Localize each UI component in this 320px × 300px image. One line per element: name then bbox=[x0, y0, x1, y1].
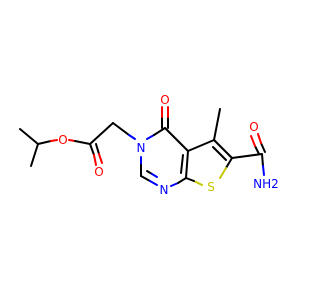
bond-carbonyl-double-c2 bbox=[95, 143, 100, 155]
bond-c4a-c5 bbox=[187, 139, 215, 152]
amide-oxygen-label: O bbox=[249, 120, 258, 134]
bond-c5-c6 bbox=[213, 139, 233, 159]
atom-ring-nitrogen-1: N bbox=[160, 183, 169, 197]
bond-amide-co-c1 bbox=[254, 145, 260, 155]
bond-c2-n1-c bbox=[140, 175, 151, 182]
atom-amide-nh2: NH2 bbox=[253, 177, 279, 191]
bond-c4a-c4 bbox=[164, 127, 189, 152]
bond-carbonyl-double-c1 bbox=[89, 143, 95, 156]
bond-s-c7a-s bbox=[193, 180, 203, 186]
bond-n3-c4-n bbox=[146, 134, 155, 140]
bond-c5-c6-inner bbox=[212, 146, 227, 161]
bond-isopropyl-ch-o-o bbox=[50, 139, 58, 142]
bond-c7a-c4a-inner bbox=[180, 154, 184, 174]
bond-carbonyl-double-o2 bbox=[98, 153, 103, 164]
atom-ester-carbonyl-oxygen: O bbox=[94, 165, 103, 179]
bond-amide-co-o2 bbox=[257, 133, 262, 144]
atom-ester-oxygen: O bbox=[58, 133, 67, 147]
thiophene-sulfur-label: S bbox=[207, 180, 215, 194]
ring-nitrogen-1-label: N bbox=[160, 183, 169, 197]
bond-carbonyl-ch2 bbox=[89, 122, 114, 145]
bond-c2-n1-n bbox=[149, 180, 158, 186]
amide-nh2-label: NH2 bbox=[253, 177, 279, 191]
ester-oxygen-label: O bbox=[58, 133, 67, 147]
bond-carbonyl-double-o1 bbox=[93, 154, 97, 166]
bond-amide-cn-n bbox=[262, 165, 265, 176]
structure-diagram: O O N N O S O NH2 bbox=[19, 93, 279, 197]
atom-thiophene-sulfur: S bbox=[207, 180, 215, 194]
atom-amide-oxygen: O bbox=[249, 120, 258, 134]
bond-c6-s-s bbox=[219, 167, 227, 179]
bond-n3-c4-c bbox=[153, 127, 166, 136]
bond-ester-o-carbonyl-o bbox=[68, 139, 76, 142]
atom-ring-nitrogen-3: N bbox=[137, 141, 146, 155]
bond-n1-c7a-n bbox=[170, 182, 179, 187]
molecule-canvas: O O N N O S O NH2 bbox=[19, 93, 279, 197]
bond-isopropyl-methyl-upper bbox=[19, 128, 39, 145]
bond-n1-c7a-c bbox=[177, 177, 187, 184]
bond-c5-methyl bbox=[213, 108, 221, 141]
ring-nitrogen-3-label: N bbox=[137, 141, 146, 155]
bond-c7a-c4a bbox=[185, 150, 189, 179]
bond-ch2-n3-c bbox=[112, 122, 130, 136]
bond-c2-n1-inner-n bbox=[151, 173, 158, 178]
bond-amide-cn-c bbox=[261, 153, 264, 167]
atom-keto-oxygen: O bbox=[160, 93, 169, 107]
bond-c6-amide-c bbox=[231, 153, 263, 159]
bond-ester-o-carbonyl-c bbox=[74, 140, 91, 145]
bond-s-c7a-c bbox=[185, 177, 195, 182]
bond-isopropyl-ch-o-c bbox=[37, 140, 52, 145]
bond-isopropyl-methyl-lower bbox=[30, 143, 39, 167]
ester-carbonyl-oxygen-label: O bbox=[94, 165, 103, 179]
bond-amide-co-c2 bbox=[260, 142, 266, 153]
keto-oxygen-label: O bbox=[160, 93, 169, 107]
bond-ch2-n3-n bbox=[128, 134, 136, 140]
bond-amide-co-o1 bbox=[250, 135, 256, 147]
bond-c6-s-c bbox=[225, 157, 233, 169]
